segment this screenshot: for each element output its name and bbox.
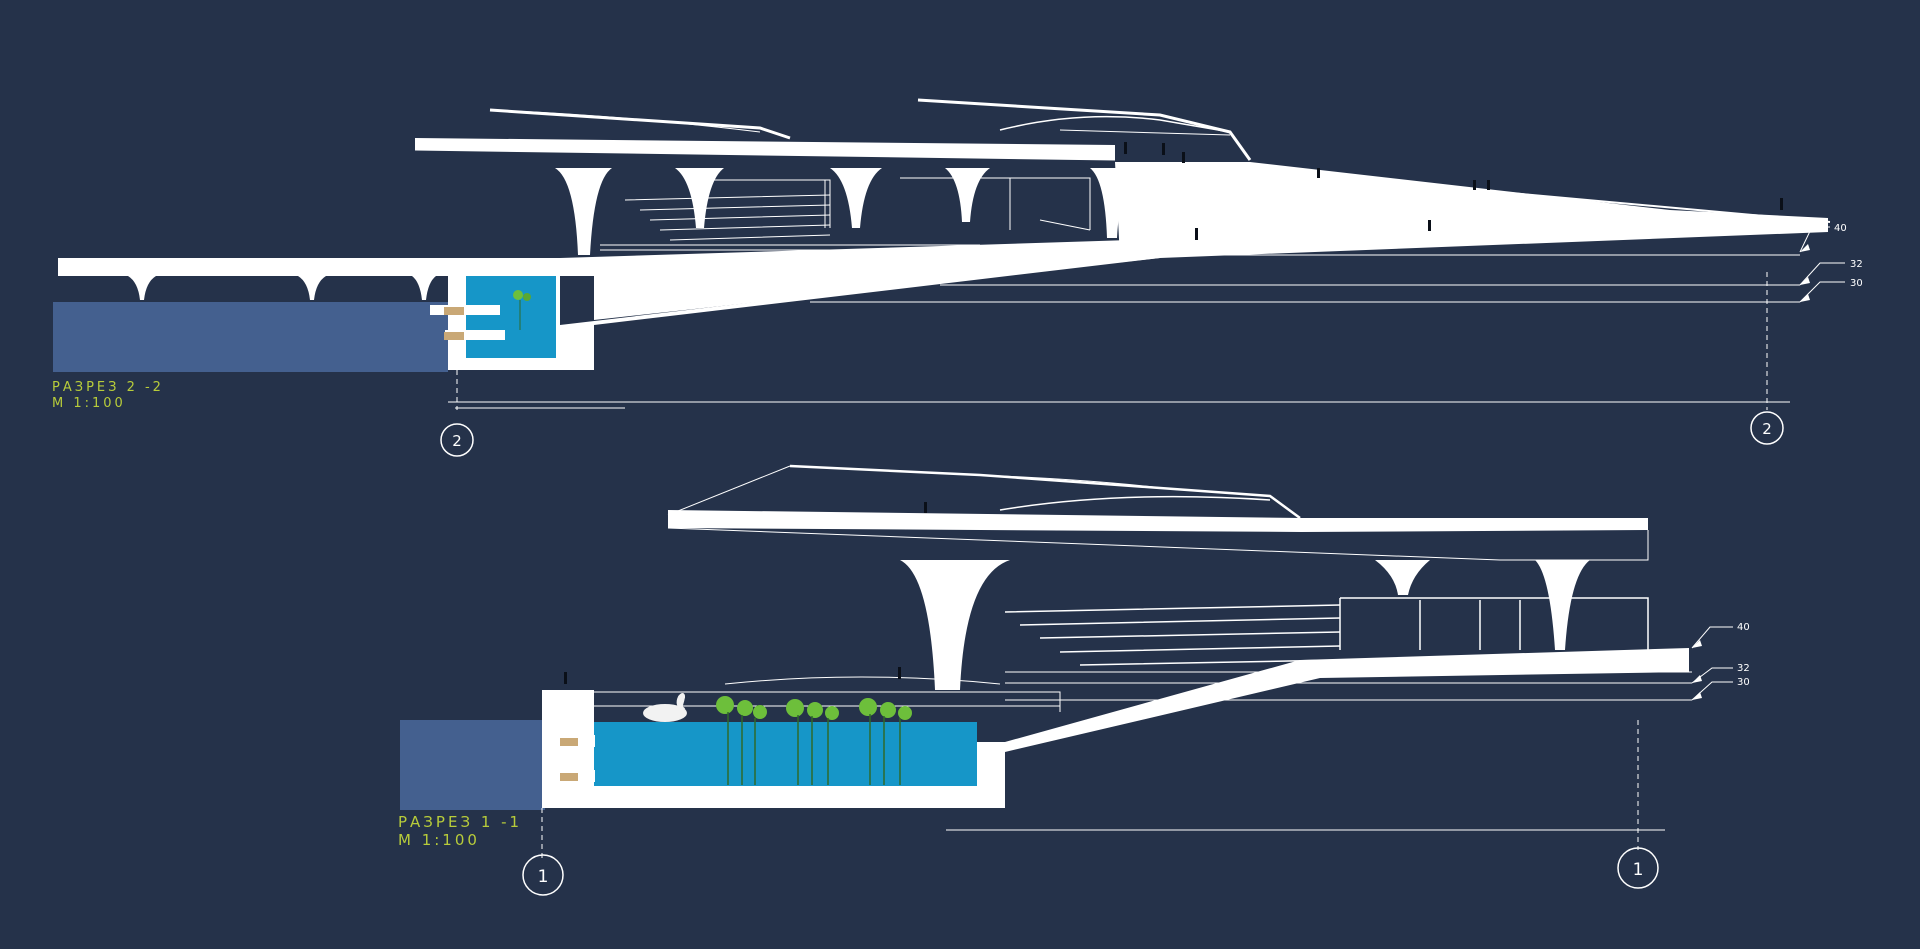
- section-2-caption: РАЗРЕЗ 2 -2 М 1:100: [52, 380, 164, 412]
- section-2-title: РАЗРЕЗ 2 -2: [52, 380, 164, 395]
- level-40-label-2: 40: [1834, 223, 1847, 234]
- deck-edge-2: [1199, 164, 1831, 226]
- river-water-2: [53, 302, 448, 372]
- pool-1: [594, 722, 977, 786]
- section-2-2: 40 32 30 2 2: [53, 98, 1863, 457]
- section-1-scale: М 1:100: [398, 831, 480, 849]
- basin-structure-1: [542, 648, 1689, 808]
- section-1-1: 40 32 30 1 1: [400, 464, 1750, 896]
- axis-1-right-label: 1: [1633, 860, 1644, 880]
- level-arrows-1: [1692, 640, 1702, 700]
- level-32-label-1: 32: [1737, 663, 1750, 674]
- section-1-caption: РАЗРЕЗ 1 -1 М 1:100: [398, 813, 522, 849]
- canopy-2: [414, 98, 1252, 161]
- section-2-scale: М 1:100: [52, 396, 126, 411]
- plant-2: [513, 290, 531, 330]
- level-30-label-2: 30: [1850, 278, 1863, 289]
- axis-marker-2-left: 2: [440, 423, 474, 457]
- sloped-deck-2: [1115, 162, 1828, 258]
- basin-structure-2: [448, 250, 1160, 370]
- people-1: [564, 502, 927, 684]
- basin-steps-2: [430, 305, 505, 340]
- axis-marker-2-right: 2: [1750, 411, 1784, 445]
- canopy-1: [667, 464, 1649, 561]
- people-2: [1124, 142, 1783, 240]
- axis-1-left-label: 1: [538, 867, 549, 887]
- slab-supports-2: [128, 276, 436, 300]
- level-30-label-1: 30: [1737, 677, 1750, 688]
- pool-2: [466, 276, 556, 358]
- basin-steps-1: [545, 735, 595, 782]
- axis-marker-1-left: 1: [522, 854, 564, 896]
- axis-2-left-label: 2: [452, 432, 462, 450]
- roof-columns-1: [900, 560, 1590, 690]
- level-arrows-2: [1800, 244, 1810, 302]
- level-lines-2: [448, 226, 1845, 410]
- level-32-label-2: 32: [1850, 259, 1863, 270]
- river-water-1: [400, 720, 545, 810]
- level-lines-1: [541, 626, 1733, 858]
- roof-columns-2: [555, 168, 1140, 255]
- axis-marker-1-right: 1: [1617, 847, 1659, 889]
- lotus-plants: [716, 696, 912, 785]
- stepped-seating-1: [1004, 597, 1649, 666]
- section-1-title: РАЗРЕЗ 1 -1: [398, 813, 523, 831]
- swan: [643, 693, 687, 722]
- interior-lines-2: [600, 177, 1091, 251]
- axis-2-right-label: 2: [1762, 420, 1772, 438]
- level-40-label-1: 40: [1737, 622, 1750, 633]
